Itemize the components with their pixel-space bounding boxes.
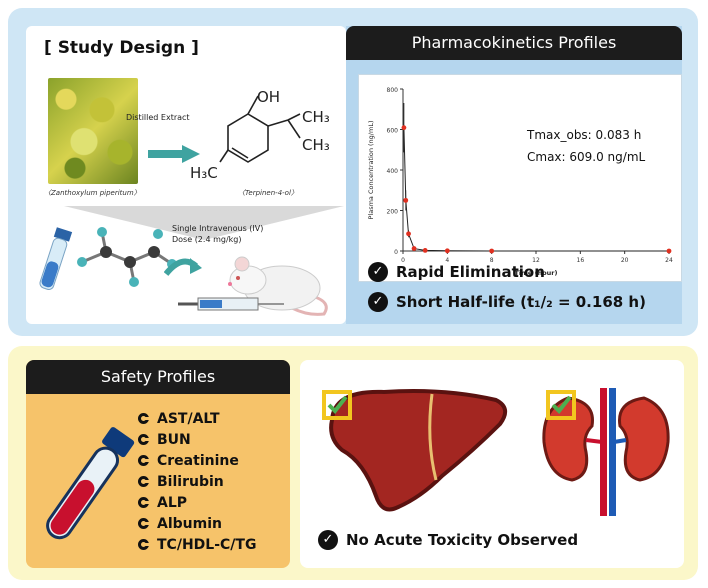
chem-oh-label: OH	[257, 88, 281, 106]
chem-h3c-label: H₃C	[190, 164, 218, 182]
study-design-title: [ Study Design ]	[44, 38, 199, 58]
safety-profile-panel: Safety Profiles AST/ALT BUN Creatinine B…	[26, 360, 290, 568]
chem-ch3-bottom-label: CH₃	[302, 136, 330, 154]
bullet-icon	[138, 518, 149, 529]
rapid-elimination-text: Rapid Elimination	[396, 263, 545, 281]
y-tick-label: 0	[394, 249, 398, 256]
pk-title: Pharmacokinetics Profiles	[346, 26, 682, 60]
x-tick-label: 4	[445, 257, 449, 264]
vial-icon	[39, 227, 73, 290]
safety-item: Albumin	[157, 515, 222, 532]
series-line	[403, 127, 669, 252]
y-tick-label: 200	[387, 209, 399, 216]
safety-item: Creatinine	[157, 452, 239, 469]
list-item: ALP	[138, 492, 256, 513]
y-tick-label: 400	[387, 168, 399, 175]
bullet-icon	[138, 413, 149, 424]
y-axis-label: Plasma Concentration (ng/mL)	[367, 121, 375, 220]
curved-arrow-icon	[164, 258, 202, 276]
zanthoxylum-plant-image	[48, 78, 138, 184]
y-tick-label: 800	[387, 87, 399, 94]
half-life-row: ✓ Short Half-life (t₁/₂ = 0.168 h)	[368, 292, 646, 312]
data-point	[406, 231, 411, 237]
liver-checkbox-icon	[322, 390, 352, 420]
study-design-card: [ Study Design ] 〈Zanthoxylum piperitum〉…	[26, 26, 346, 324]
molecule-model-icon	[77, 227, 177, 287]
bullet-icon	[138, 497, 149, 508]
data-point	[444, 248, 450, 254]
half-life-text: Short Half-life (t₁/₂ = 0.168 h)	[396, 293, 646, 311]
rapid-elimination-row: ✓ Rapid Elimination	[368, 262, 545, 282]
check-circle-icon: ✓	[318, 530, 338, 550]
safety-item: BUN	[157, 431, 191, 448]
list-item: Creatinine	[138, 450, 256, 471]
safety-items-list: AST/ALT BUN Creatinine Bilirubin ALP Alb…	[138, 408, 256, 555]
data-point	[403, 197, 409, 203]
kidney-checkbox-icon	[546, 390, 576, 420]
list-item: AST/ALT	[138, 408, 256, 429]
bullet-icon	[138, 539, 149, 550]
funnel-divider	[64, 206, 344, 240]
safety-title: Safety Profiles	[26, 360, 290, 394]
teal-arrow-icon	[148, 145, 200, 163]
data-point	[422, 247, 428, 253]
compound-caption: 〈Terpinen-4-ol〉	[238, 189, 298, 197]
list-item: Albumin	[138, 513, 256, 534]
x-tick-label: 24	[665, 257, 673, 264]
x-tick-label: 20	[621, 257, 629, 264]
tmax-annotation: Tmax_obs: 0.083 h	[526, 128, 641, 142]
conclusion-row: ✓ No Acute Toxicity Observed	[318, 530, 578, 550]
rat-icon	[228, 256, 328, 316]
safety-item: AST/ALT	[157, 410, 220, 427]
plant-caption: 〈Zanthoxylum piperitum〉	[44, 189, 141, 197]
check-mark-icon	[327, 395, 348, 415]
y-tick-label: 600	[387, 128, 399, 135]
cmax-annotation: Cmax: 609.0 ng/mL	[527, 150, 646, 164]
bullet-icon	[138, 476, 149, 487]
x-tick-label: 16	[577, 257, 585, 264]
check-circle-icon: ✓	[368, 292, 388, 312]
list-item: TC/HDL-C/TG	[138, 534, 256, 555]
blood-tube-icon	[46, 427, 135, 540]
data-point	[489, 248, 495, 254]
conclusion-text: No Acute Toxicity Observed	[346, 531, 579, 549]
dose-route-label: Single Intravenous (IV)	[172, 224, 264, 233]
chem-ch3-top-label: CH₃	[302, 108, 330, 126]
organs-panel: ✓ No Acute Toxicity Observed	[300, 360, 684, 568]
data-point	[666, 248, 672, 254]
list-item: Bilirubin	[138, 471, 256, 492]
check-mark-icon	[551, 395, 572, 415]
x-tick-label: 0	[401, 257, 405, 264]
safety-item: TC/HDL-C/TG	[157, 536, 257, 553]
liver-icon	[329, 389, 508, 512]
terpinen-4-ol-structure-icon	[219, 95, 301, 163]
safety-item: ALP	[157, 494, 188, 511]
bullet-icon	[138, 434, 149, 445]
bullet-icon	[138, 455, 149, 466]
data-point	[411, 246, 417, 251]
dose-amount-label: Dose (2.4 mg/kg)	[172, 235, 242, 244]
list-item: BUN	[138, 429, 256, 450]
data-point	[401, 125, 407, 131]
x-tick-label: 8	[490, 257, 494, 264]
extract-label: Distilled Extract	[126, 113, 190, 122]
check-circle-icon: ✓	[368, 262, 388, 282]
x-axis-label: Time (hour)	[515, 269, 558, 277]
safety-item: Bilirubin	[157, 473, 224, 490]
x-tick-label: 12	[532, 257, 540, 264]
syringe-icon	[178, 297, 284, 311]
